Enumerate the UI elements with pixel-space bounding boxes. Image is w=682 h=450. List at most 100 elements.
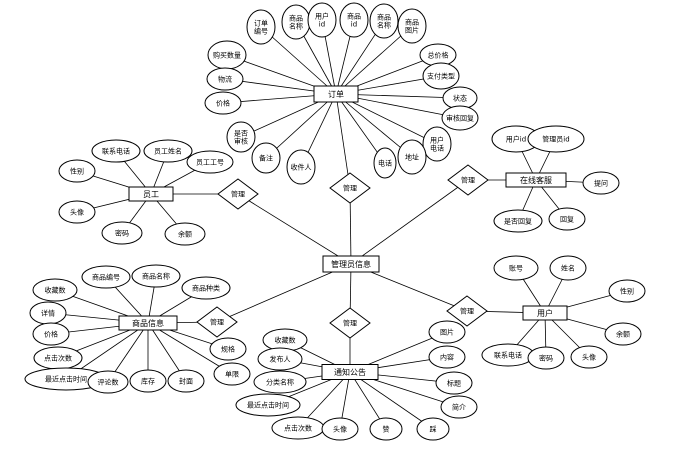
entity-user[interactable]: 用户 <box>522 305 568 321</box>
attribute-n5[interactable]: 点击次数 <box>271 416 325 440</box>
attribute-o15[interactable]: 地址 <box>397 139 427 175</box>
attribute-n1[interactable]: 收藏数 <box>262 328 308 352</box>
attribute-c3[interactable]: 提问 <box>582 171 620 195</box>
relation-r_staff[interactable]: 管理 <box>217 178 259 210</box>
attribute-o2[interactable]: 商品名称 <box>281 4 311 40</box>
attribute-oval-o13 <box>441 105 479 131</box>
attribute-g7[interactable]: 点击次数 <box>33 346 83 370</box>
attribute-n10[interactable]: 内容 <box>428 345 466 369</box>
relation-diamond-r_notice <box>329 307 371 339</box>
entity-order[interactable]: 订单 <box>313 85 359 103</box>
edge-admin-r_cs <box>350 179 469 265</box>
attribute-o5[interactable]: 商品名称 <box>369 3 399 39</box>
node-label-g11: 封面 <box>179 376 193 385</box>
relation-r_cs[interactable]: 管理 <box>447 164 489 196</box>
attribute-s3[interactable]: 员工工号 <box>186 150 234 174</box>
attribute-c4[interactable]: 是否回复 <box>493 209 543 233</box>
attribute-s2[interactable]: 员工姓名 <box>143 139 193 163</box>
attribute-s4[interactable]: 性别 <box>58 159 96 183</box>
attribute-g12[interactable]: 单限 <box>213 362 251 386</box>
attribute-o9[interactable]: 价格 <box>204 91 242 115</box>
attribute-u6[interactable]: 密码 <box>527 346 565 370</box>
edge-order-o15 <box>335 93 413 158</box>
attribute-c5[interactable]: 回复 <box>548 207 586 231</box>
attribute-n6[interactable]: 头像 <box>321 417 359 441</box>
attribute-o3[interactable]: 用户id <box>307 2 337 38</box>
attribute-n4[interactable]: 最近点击时间 <box>235 393 301 417</box>
node-label-o11: 支付类型 <box>427 71 455 80</box>
attribute-o17[interactable]: 收件人 <box>286 149 316 185</box>
node-label-g7: 点击次数 <box>44 353 72 362</box>
attribute-o7[interactable]: 购买数量 <box>207 40 247 70</box>
node-label-n2: 发布人 <box>270 354 291 363</box>
attribute-g11[interactable]: 封面 <box>167 369 205 393</box>
attribute-n2[interactable]: 发布人 <box>257 347 303 371</box>
attribute-s6[interactable]: 密码 <box>101 221 143 245</box>
node-label-o17: 收件人 <box>291 162 312 171</box>
entity-staff[interactable]: 员工 <box>128 186 174 202</box>
attribute-oval-s6 <box>101 221 143 245</box>
attribute-o8[interactable]: 物流 <box>206 67 244 91</box>
node-label-s2: 员工姓名 <box>154 146 182 155</box>
attribute-u3[interactable]: 性别 <box>608 279 646 303</box>
attribute-n7[interactable]: 赞 <box>369 417 403 441</box>
attribute-oval-g13 <box>209 337 247 361</box>
attribute-n3[interactable]: 分类名称 <box>253 370 307 394</box>
attribute-c2[interactable]: 管理员id <box>527 125 585 153</box>
node-label-c2: 管理员id <box>542 134 569 143</box>
attribute-g5[interactable]: 详情 <box>29 301 67 325</box>
attribute-oval-o16 <box>373 147 397 179</box>
relation-r_user[interactable]: 管理 <box>446 295 488 327</box>
attribute-g2[interactable]: 商品名称 <box>131 264 181 288</box>
attribute-g13[interactable]: 规格 <box>209 337 247 361</box>
node-label-o3-0: 用户 <box>315 11 329 20</box>
node-label-cs: 在线客服 <box>520 175 552 185</box>
attribute-o16[interactable]: 电话 <box>373 147 397 179</box>
attribute-g4[interactable]: 收藏数 <box>32 278 78 302</box>
node-label-o6-0: 商品 <box>405 17 419 26</box>
attribute-oval-g2 <box>131 264 181 288</box>
attribute-n9[interactable]: 图片 <box>428 320 466 344</box>
attribute-g8[interactable]: 最近点击时间 <box>24 367 108 391</box>
attribute-n11[interactable]: 标题 <box>435 371 473 395</box>
attribute-n8[interactable]: 踩 <box>416 417 450 441</box>
attribute-s7[interactable]: 余额 <box>164 222 206 246</box>
attribute-u5[interactable]: 联系电话 <box>481 343 535 367</box>
attribute-g10[interactable]: 库存 <box>129 369 167 393</box>
node-label-r_order: 管理 <box>343 183 357 192</box>
node-label-o14-0: 用户 <box>430 135 444 144</box>
attribute-o13[interactable]: 审核回复 <box>441 105 479 131</box>
attribute-g3[interactable]: 商品种类 <box>181 276 231 300</box>
attribute-s1[interactable]: 联系电话 <box>91 139 141 163</box>
node-label-o5-1: 名称 <box>377 20 391 29</box>
attribute-u4[interactable]: 余额 <box>604 322 642 346</box>
attribute-g9[interactable]: 评论数 <box>87 370 129 394</box>
attribute-u2[interactable]: 姓名 <box>549 255 587 281</box>
node-label-n3: 分类名称 <box>266 377 294 386</box>
entity-cs[interactable]: 在线客服 <box>505 172 567 188</box>
attribute-oval-s7 <box>164 222 206 246</box>
entity-admin[interactable]: 管理员信息 <box>322 255 380 273</box>
attribute-oval-o19 <box>226 121 256 153</box>
relation-r_order[interactable]: 管理 <box>329 172 371 204</box>
attribute-o18[interactable]: 备注 <box>251 142 281 174</box>
attribute-g6[interactable]: 价格 <box>32 322 70 346</box>
entity-box-admin <box>322 255 380 273</box>
entity-notice[interactable]: 通知公告 <box>321 364 379 380</box>
relation-r_goods[interactable]: 管理 <box>196 306 238 338</box>
relation-r_notice[interactable]: 管理 <box>329 307 371 339</box>
attribute-u1[interactable]: 账号 <box>493 255 539 281</box>
entity-goods[interactable]: 商品信息 <box>118 315 178 331</box>
attribute-g1[interactable]: 商品编号 <box>81 265 131 289</box>
attribute-s5[interactable]: 头像 <box>58 200 96 224</box>
attribute-u7[interactable]: 头像 <box>570 345 608 369</box>
attribute-o11[interactable]: 支付类型 <box>422 62 460 90</box>
attribute-n12[interactable]: 简介 <box>440 395 478 419</box>
node-label-n9: 图片 <box>440 327 454 336</box>
attribute-oval-n6 <box>321 417 359 441</box>
